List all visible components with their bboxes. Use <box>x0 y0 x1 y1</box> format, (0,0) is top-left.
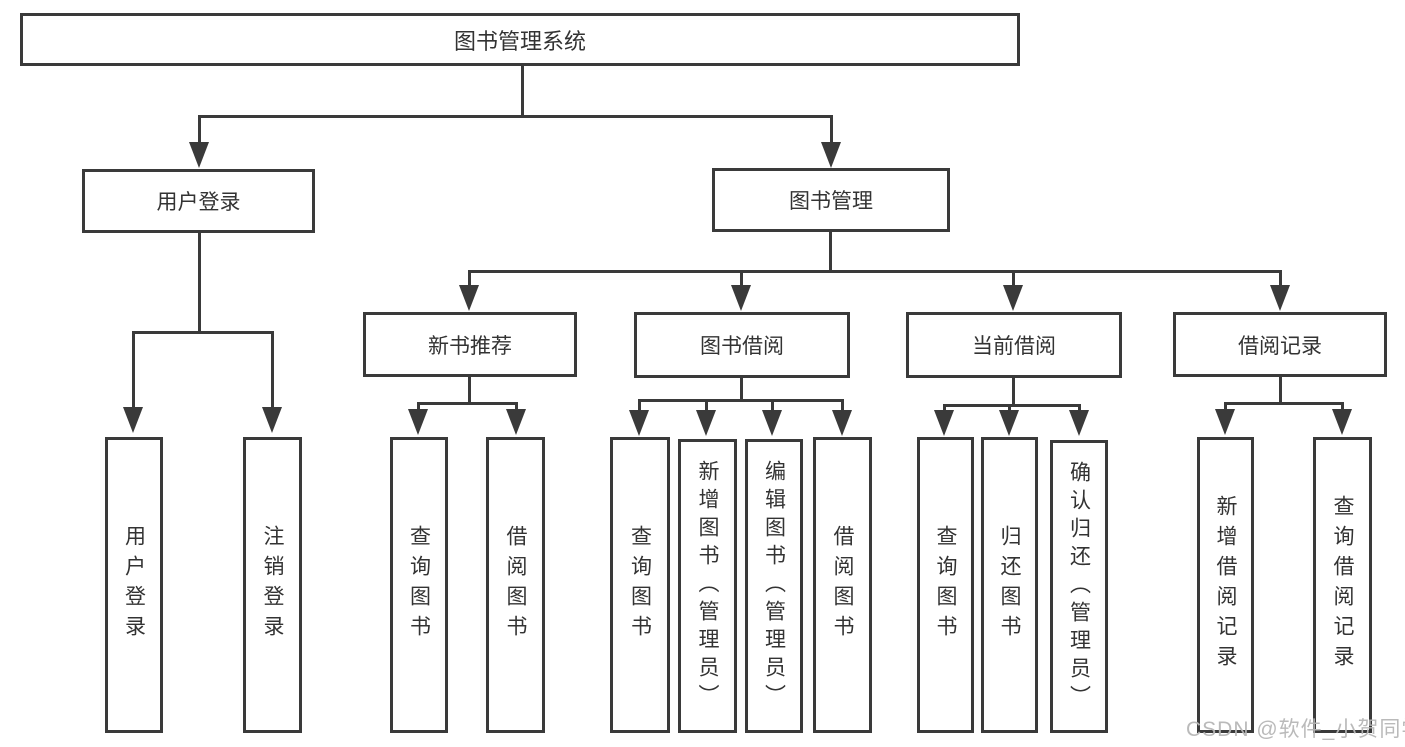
connector-line <box>1008 404 1011 412</box>
node-new-book-recommend: 新书推荐 <box>363 312 577 377</box>
connector-line <box>132 331 274 334</box>
connector-line <box>521 66 524 118</box>
connector-line <box>1078 404 1081 412</box>
node-book-management: 图书管理 <box>712 168 950 232</box>
arrow-down-icon <box>1069 410 1089 436</box>
node-current-borrowing: 当前借阅 <box>906 312 1122 378</box>
leaf-label: 归还图书 <box>998 525 1021 645</box>
connector-line <box>829 232 832 272</box>
connector-line <box>841 399 844 410</box>
arrow-down-icon <box>408 409 428 435</box>
arrow-down-icon <box>934 410 954 436</box>
connector-line <box>638 399 641 410</box>
connector-line <box>830 115 833 144</box>
arrow-down-icon <box>1003 285 1023 311</box>
leaf-records-query-record: 查询借阅记录 <box>1313 437 1372 733</box>
connector-line <box>271 331 274 409</box>
leaf-label: 查询图书 <box>407 525 431 645</box>
arrow-down-icon <box>696 410 716 436</box>
leaf-label: 注销登录 <box>261 525 284 645</box>
arrow-down-icon <box>459 285 479 311</box>
leaf-current-query-book: 查询图书 <box>917 437 974 733</box>
connector-line <box>1279 377 1282 405</box>
leaf-borrowing-edit-book-admin: 编辑图书（管理员） <box>745 439 803 733</box>
connector-line <box>1012 270 1015 287</box>
connector-line <box>740 378 743 402</box>
arrow-down-icon <box>262 407 282 433</box>
connector-line <box>943 404 1081 407</box>
leaf-label: 查询借阅记录 <box>1331 495 1354 675</box>
connector-line <box>740 270 743 287</box>
arrow-down-icon <box>762 410 782 436</box>
connector-line <box>198 115 201 144</box>
leaf-newbooks-query-book: 查询图书 <box>390 437 448 733</box>
connector-line <box>1224 402 1344 405</box>
leaf-current-return-book: 归还图书 <box>981 437 1038 733</box>
arrow-down-icon <box>189 142 209 168</box>
node-user-login: 用户登录 <box>82 169 315 233</box>
connector-line <box>1224 402 1227 412</box>
leaf-logout: 注销登录 <box>243 437 302 733</box>
arrow-down-icon <box>821 142 841 168</box>
leaf-label: 新增借阅记录 <box>1214 495 1237 675</box>
connector-line <box>1279 270 1282 287</box>
arrow-down-icon <box>832 410 852 436</box>
leaf-label: 编辑图书（管理员） <box>762 460 786 712</box>
connector-line <box>468 377 471 405</box>
connector-line <box>417 402 420 412</box>
leaf-label: 确认归还（管理员） <box>1067 460 1091 713</box>
arrow-down-icon <box>1270 285 1290 311</box>
node-root: 图书管理系统 <box>20 13 1020 66</box>
leaf-current-confirm-return-admin: 确认归还（管理员） <box>1050 440 1108 733</box>
connector-line <box>638 399 844 402</box>
arrow-down-icon <box>1215 409 1235 435</box>
connector-line <box>771 399 774 410</box>
leaf-label: 查询图书 <box>628 525 652 645</box>
leaf-borrowing-query-book: 查询图书 <box>610 437 670 733</box>
arrow-down-icon <box>731 285 751 311</box>
connector-line <box>132 331 135 409</box>
connector-line <box>515 402 518 412</box>
leaf-records-add-record: 新增借阅记录 <box>1197 437 1254 733</box>
connector-line <box>468 270 471 287</box>
leaf-borrowing-borrow-book: 借阅图书 <box>813 437 872 733</box>
connector-line <box>198 233 201 333</box>
arrow-down-icon <box>1332 409 1352 435</box>
leaf-newbooks-borrow-book: 借阅图书 <box>486 437 545 733</box>
connector-line <box>1341 402 1344 412</box>
connector-line <box>468 270 1282 273</box>
leaf-label: 借阅图书 <box>831 525 854 645</box>
connector-line <box>705 399 708 410</box>
leaf-label: 新增图书（管理员） <box>696 460 719 712</box>
connector-line <box>943 404 946 412</box>
csdn-watermark: CSDN @软件_小贺同学 <box>1186 718 1405 741</box>
connector-line <box>417 402 518 405</box>
leaf-label: 查询图书 <box>934 525 957 645</box>
node-borrow-records: 借阅记录 <box>1173 312 1387 377</box>
arrow-down-icon <box>629 410 649 436</box>
leaf-label: 用户登录 <box>122 525 146 645</box>
connector-line <box>1012 378 1015 407</box>
arrow-down-icon <box>506 409 526 435</box>
leaf-borrowing-add-book-admin: 新增图书（管理员） <box>678 439 737 733</box>
node-book-borrowing: 图书借阅 <box>634 312 850 378</box>
arrow-down-icon <box>123 407 143 433</box>
leaf-user-login: 用户登录 <box>105 437 163 733</box>
arrow-down-icon <box>999 410 1019 436</box>
connector-line <box>198 115 833 118</box>
leaf-label: 借阅图书 <box>504 525 527 645</box>
